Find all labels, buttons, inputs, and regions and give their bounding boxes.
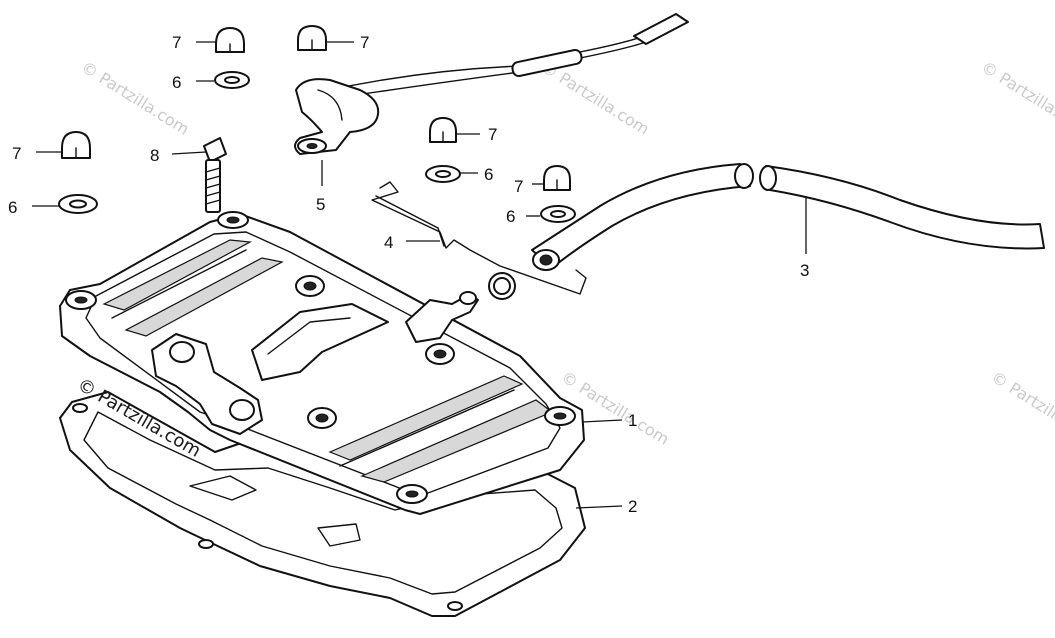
callout-spring-clip: 4: [384, 233, 393, 252]
washer: [58, 194, 98, 214]
callout-bolt: 8: [150, 146, 159, 165]
callout-washer: 6: [506, 207, 515, 226]
callout-cap-nut: 7: [172, 33, 181, 52]
gasket-hole: [72, 403, 88, 413]
callout-gasket: 2: [628, 497, 637, 516]
callout-cap-nut: 7: [12, 144, 21, 163]
gasket-hole: [198, 539, 214, 549]
washer: [425, 165, 461, 183]
watermark-faint: © Partzilla.com: [538, 57, 653, 139]
leader-line: [575, 505, 623, 509]
wire-clamp: [294, 13, 689, 155]
watermark-faint: © Partzilla.com: [988, 367, 1055, 449]
callout-cover: 1: [628, 411, 637, 430]
cover: [59, 211, 585, 515]
callout-washer: 6: [484, 165, 493, 184]
callout-cap-nut: 7: [488, 125, 497, 144]
callout-cap-nut: 7: [360, 33, 369, 52]
washer: [214, 71, 250, 89]
callout-washer: 6: [172, 73, 181, 92]
spring-clip: [371, 181, 587, 300]
washer: [540, 205, 576, 223]
hose: [531, 163, 1045, 271]
leader-line: [581, 419, 623, 423]
callout-hose: 3: [800, 261, 809, 280]
leader-line: [171, 151, 207, 155]
watermark-faint: © Partzilla.com: [78, 57, 193, 139]
cap-nut: [215, 27, 245, 53]
cap-nut: [429, 117, 457, 143]
callout-washer: 6: [8, 198, 17, 217]
watermark-faint: © Partzilla.com: [978, 57, 1055, 139]
cap-nut: [61, 131, 91, 159]
callout-wire-clamp: 5: [316, 195, 325, 214]
cap-nut: [297, 25, 327, 51]
callout-cap-nut: 7: [514, 177, 523, 196]
cap-nut: [543, 165, 571, 191]
gasket-hole: [447, 601, 463, 611]
bolt: [203, 137, 227, 213]
